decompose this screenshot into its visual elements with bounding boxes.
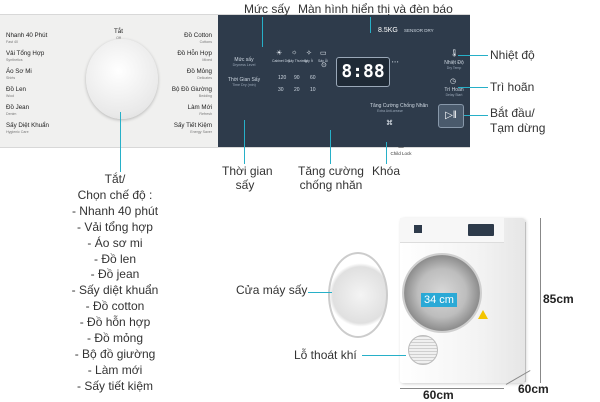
dryer-door[interactable]	[328, 252, 388, 338]
dry-level-4: Sấy Ủi	[318, 59, 328, 63]
air-vent	[408, 335, 438, 365]
display-indicator-1: ▪ ▪ ▪	[392, 59, 399, 64]
annotation-temperature: Nhiệt độ	[490, 48, 535, 62]
dryer-display	[468, 224, 494, 236]
depth-label: 60cm	[518, 382, 549, 396]
dry-level-2: Sấy Thường	[288, 59, 307, 63]
leader-start	[464, 115, 488, 116]
annotation-door: Cửa máy sấy	[236, 283, 308, 297]
mode-item: - Sấy diệt khuẩn	[71, 283, 159, 298]
annotation-display: Màn hình hiển thị và đèn báo	[298, 2, 453, 16]
dry-level-button[interactable]: Mức sấy Dryness Level	[232, 57, 256, 67]
annotation-lock: Khóa	[372, 164, 401, 178]
mode-item: Chọn chế độ :	[77, 187, 153, 202]
leader-delay	[458, 87, 488, 88]
less-dry-icon: ✧	[306, 50, 312, 57]
leader-display	[370, 17, 371, 33]
brand-logo	[414, 225, 422, 233]
lock-icon: ⌴	[398, 143, 404, 150]
capacity-label: 8.5KG	[378, 27, 398, 34]
mode-item: Tắt/	[104, 172, 126, 186]
lock-control[interactable]: ⌴ Child Lock	[386, 143, 416, 156]
annotation-start-1: Bắt đầu/	[490, 106, 535, 120]
time-option-4: 30	[278, 87, 284, 93]
cabinet-dry-icon: ☀	[276, 50, 283, 57]
shirt-icon: ⌘	[386, 120, 393, 127]
annotation-delay: Trì hoãn	[490, 80, 535, 94]
display-panel: 8.5KG SENSOR DRY Mức sấy Dryness Level T…	[218, 15, 470, 147]
start-pause-button[interactable]: ▷‖	[438, 104, 464, 128]
mode-item: - Đồ mỏng	[86, 331, 144, 346]
dry-level-3: Sấy Ít	[304, 59, 313, 63]
warning-icon	[478, 310, 488, 319]
time-option-5: 20	[294, 87, 300, 93]
delay-clock-icon: ◷	[450, 78, 457, 85]
annotation-start-2: Tạm dừng	[490, 121, 546, 135]
height-label: 85cm	[543, 292, 574, 306]
leader-door	[308, 292, 332, 293]
annotation-vent: Lỗ thoát khí	[294, 348, 357, 362]
time-option-3: 60	[310, 75, 316, 81]
anti-crease-button[interactable]: Tăng Cường Chống Nhăn Extra Anti-crease	[370, 103, 429, 113]
leader-lock	[386, 142, 387, 164]
thermometer-icon: 🌡	[450, 50, 459, 57]
time-option-6: 10	[310, 87, 316, 93]
leader-dry-level	[262, 17, 263, 47]
leader-vent	[362, 355, 406, 356]
mode-item: - Vải tổng hợp	[77, 219, 153, 234]
off-sub-label: Off	[116, 36, 121, 40]
dry-level-1: Cabinet Dry	[272, 59, 290, 63]
width-label: 60cm	[423, 388, 454, 402]
time-option-1: 120	[278, 75, 287, 81]
mode-item: - Làm mới	[87, 362, 143, 377]
mode-item: - Đồ hỗn hợp	[79, 315, 151, 330]
mode-item: - Đồ len	[93, 251, 137, 266]
model-label: SENSOR DRY	[404, 28, 434, 33]
time-option-2: 90	[294, 75, 300, 81]
mode-item: - Bộ đồ giường	[74, 346, 156, 361]
height-dimension-line	[540, 218, 541, 383]
program-knob[interactable]	[86, 39, 158, 119]
leader-anti-crease	[330, 130, 331, 164]
temperature-indicator-icon: ⊙	[321, 62, 327, 69]
dry-time-button[interactable]: Thời Gian Sấy Time Dry (min)	[227, 77, 261, 87]
mode-item: - Đồ jean	[90, 267, 140, 282]
mode-item: - Đồ cotton	[85, 299, 145, 314]
time-display: 8:88	[336, 57, 390, 87]
width-dimension-line	[400, 388, 504, 389]
leader-knob	[120, 112, 121, 172]
leader-temperature	[458, 55, 488, 56]
mode-item: - Nhanh 40 phút	[71, 203, 159, 218]
mode-item: - Áo sơ mi	[87, 235, 143, 250]
mode-item: - Sấy tiết kiệm	[76, 378, 154, 393]
leader-dry-time	[244, 120, 245, 164]
modes-list: Tắt/ Chọn chế độ : - Nhanh 40 phút - Vải…	[44, 172, 186, 395]
off-label: Tắt	[114, 28, 123, 35]
iron-dry-icon: ▭	[320, 50, 327, 57]
delay-button[interactable]: Trì Hoãn Delay Start	[444, 87, 464, 97]
temperature-button[interactable]: Nhiệt Độ Dry Temp	[444, 60, 464, 70]
drum-diameter-label: 34 cm	[421, 293, 457, 307]
normal-dry-icon: ☼	[291, 49, 298, 56]
annotation-dry-level: Mức sấy	[244, 2, 291, 16]
knob-off-label: Tắt Off	[114, 28, 123, 42]
